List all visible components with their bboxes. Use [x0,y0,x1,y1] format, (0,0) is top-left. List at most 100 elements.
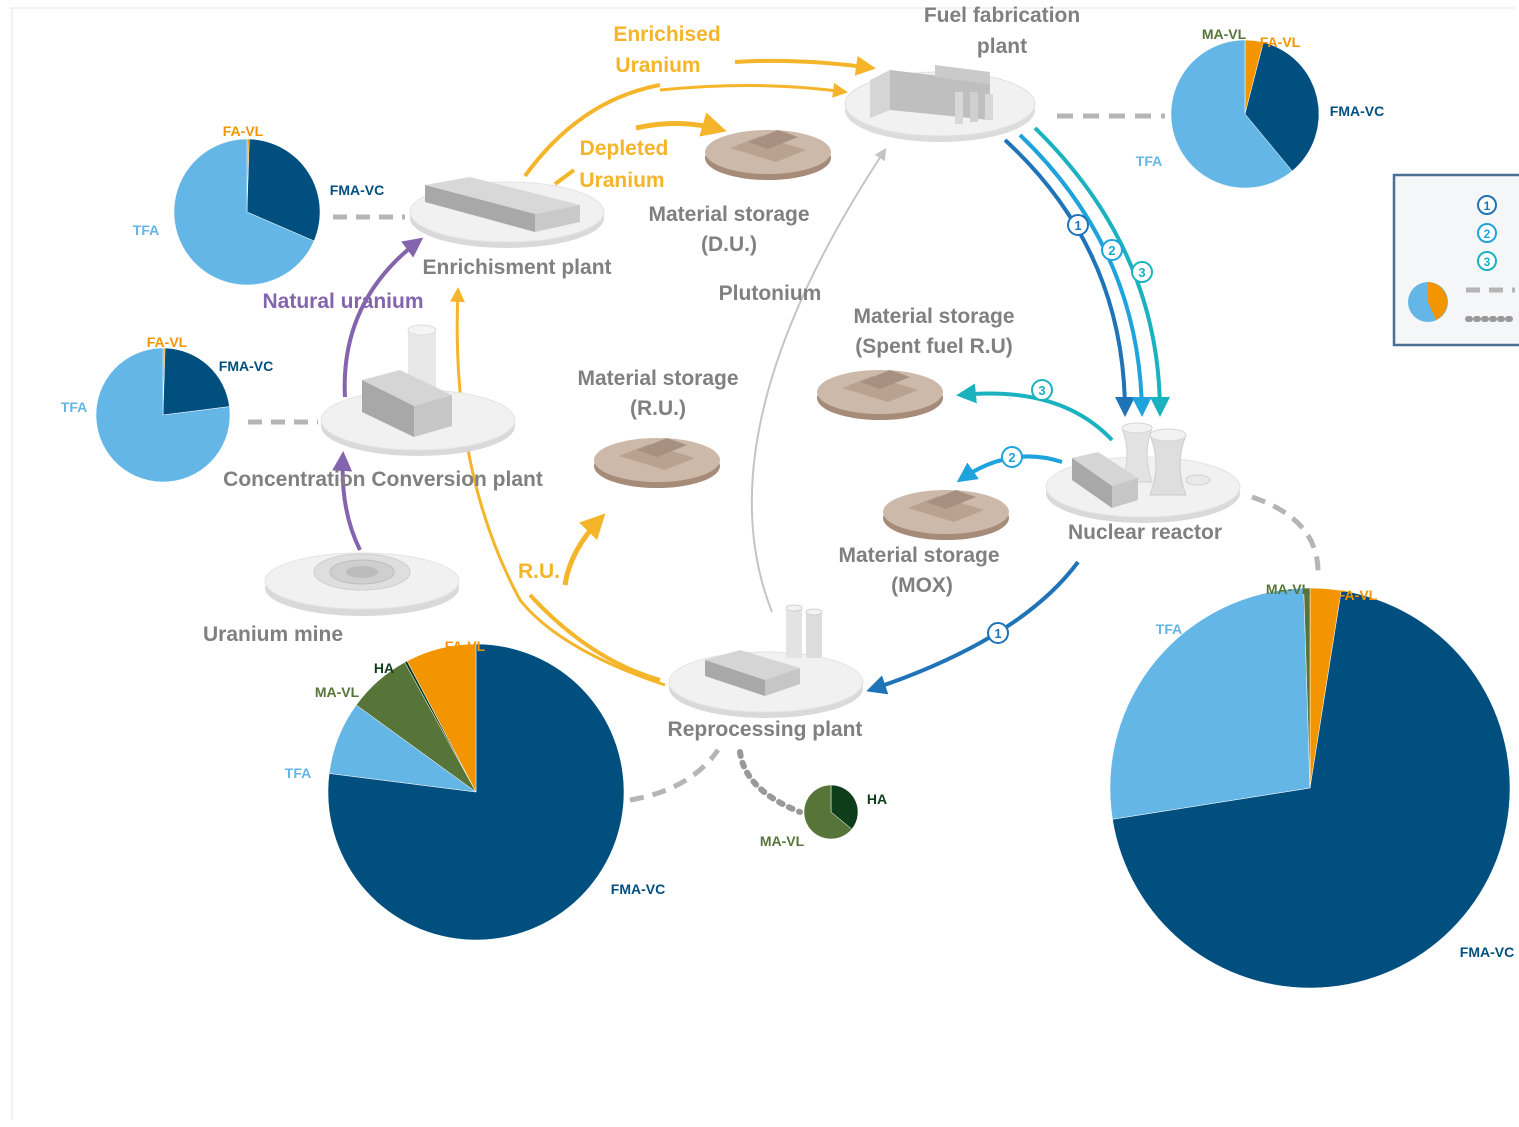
storage-ru-label-line1: Material storage [577,367,738,390]
fab-pie-label-ma-vl: MA-VL [1202,26,1247,42]
storage-du-label-line2: (D.U.) [701,233,757,256]
repro-pie-label-tfa: TFA [285,765,311,781]
depleted-uranium-label-line2: Uranium [579,169,664,192]
enrichment-plant [409,177,605,248]
svg-text:2: 2 [1484,227,1491,241]
storage-mox-label-line2: (MOX) [891,574,953,597]
reactor-pie-label-fma-vc: FMA-VC [1460,944,1514,960]
enriched-uranium-label-line2: Uranium [615,54,700,77]
labels: Fuel fabrication plant Enrichisment plan… [203,4,1222,741]
enriched-uranium-arrow-a [523,83,661,178]
enrichment-waste-pie [173,138,321,286]
route-badge-2-mox: 2 [1001,446,1023,468]
fuel-fabrication-label-line1: Fuel fabrication [924,4,1080,27]
route-badge-3-spent: 3 [1031,379,1053,401]
plutonium-label: Plutonium [719,282,822,305]
repro-pie-label-ha: HA [374,660,394,676]
depleted-uranium-stub [553,168,576,186]
reprocessing-waste-slice-fa-vl [406,643,477,793]
storage-mox [883,490,1009,540]
ru-return-arrow [449,287,666,687]
legend-route-2: 2 [1477,223,1497,243]
reprocessing-plant [668,604,864,718]
fuel-fabrication-waste-slice-tfa [1170,39,1293,189]
route-badge-1-reprocess: 1 [987,622,1009,644]
enrichment-waste-slice-fma-vc [246,138,321,242]
legend-box: 1 2 3 [1392,173,1519,347]
reprocessing-high-level-slice-ha [830,784,859,830]
reprocessing-high-level-pie [803,784,859,840]
fuel-fabrication-waste-slice-fma-vc [1244,42,1320,172]
conv-pie-label-fma-vc: FMA-VC [219,358,273,374]
repro-pie-label-fma-vc: FMA-VC [611,881,665,897]
repro-pie-label-ma-vl: MA-VL [315,684,360,700]
plutonium-arrow [750,147,887,613]
conv-pie-label-tfa: TFA [61,399,87,415]
storage-mox-label-line1: Material storage [838,544,999,567]
enriched-uranium-label-line1: Enrichised [613,23,720,46]
fuel-fabrication-label-line2: plant [977,35,1027,58]
legend-pie-icon [1408,282,1448,322]
enrich-pie-label-fa-vl: FA-VL [223,123,264,139]
reactor-waste-pie [1109,587,1511,989]
enriched-uranium-arrow-b [734,55,876,76]
conversion-waste-pie [95,347,231,483]
svg-text:3: 3 [1038,383,1045,398]
enrichment-label: Enrichisment plant [422,256,611,279]
route-2-fuel-arrow [1018,133,1152,417]
reactor-waste-slice-ma-vl [1303,587,1311,789]
route-3-fuel-arrow [1033,126,1170,417]
reactor-pie-label-ma-vl: MA-VL [1266,581,1311,597]
waste-pie-charts [95,39,1511,989]
route-badge-3-top: 3 [1131,261,1153,283]
ru-arrow-lower [528,593,661,682]
nuclear-reactor-label: Nuclear reactor [1068,521,1222,544]
svg-text:3: 3 [1484,255,1491,269]
uranium-mine-label: Uranium mine [203,623,343,646]
uranium-mine [264,552,460,616]
ru-label: R.U. [518,560,560,583]
depleted-uranium-arrow [635,112,727,137]
storage-du-label-line1: Material storage [648,203,809,226]
reprocessing-waste-pie [327,643,625,941]
legend-route-1: 1 [1477,195,1497,215]
legend-route-3: 3 [1477,251,1497,271]
storage-ru-label-line2: (R.U.) [630,397,686,420]
fab-pie-label-fma-vc: FMA-VC [1330,103,1384,119]
concentration-conversion-plant [320,324,516,456]
depleted-uranium-label-line1: Depleted [580,137,669,160]
reprocessing-pie-connector [629,748,721,803]
storage-spent-fuel [817,370,943,420]
fuel-fabrication-plant [844,65,1036,142]
storage-spent-label-line2: (Spent fuel R.U) [855,335,1013,358]
concentration-label: Concentration Conversion plant [223,468,543,491]
conversion-waste-slice-tfa [95,347,231,483]
svg-text:1: 1 [994,626,1001,641]
enrich-pie-label-tfa: TFA [133,222,159,238]
connectors [248,113,1321,815]
svg-text:1: 1 [1074,218,1081,233]
conv-pie-label-fa-vl: FA-VL [147,334,188,350]
reprocessing-high-level-slice-ma-vl [803,784,853,840]
ru-to-storage-arrow [562,513,606,586]
storage-du [705,130,831,180]
storage-spent-label-line1: Material storage [853,305,1014,328]
svg-text:1: 1 [1484,199,1491,213]
pie-labels: MA-VL FA-VL FMA-VC TFA FA-VL FMA-VC TFA … [61,26,1514,960]
route-badge-2-top: 2 [1101,239,1123,261]
route-3-to-spent-storage-arrow [956,383,1114,442]
reactor-pie-label-tfa: TFA [1156,621,1182,637]
enrich-pie-label-fma-vc: FMA-VC [330,182,384,198]
repro-small-pie-label-ha: HA [867,791,887,807]
storage-ru [594,438,720,488]
enriched-uranium-arrow-c [659,82,848,98]
repro-pie-label-fa-vl: FA-VL [445,638,486,654]
reprocessing-ha-connector [737,749,803,815]
route-1-fuel-arrow [1003,138,1135,417]
repro-small-pie-label-ma-vl: MA-VL [760,833,805,849]
fab-pie-label-fa-vl: FA-VL [1260,34,1301,50]
natural-uranium-arrow [342,237,424,398]
fab-pie-label-tfa: TFA [1136,153,1162,169]
